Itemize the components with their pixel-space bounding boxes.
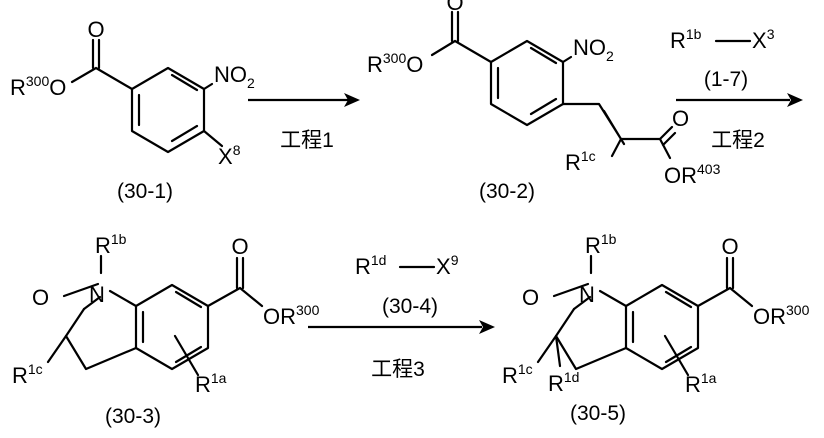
r1c-30-3: R1c bbox=[12, 361, 43, 388]
n-substituent-30-5: R1b bbox=[585, 231, 617, 258]
arrow-step-1: 工程1 bbox=[248, 93, 360, 152]
ring-30-1 bbox=[132, 68, 204, 152]
compound-30-5: N R1b O O OR300 R1c R1d R1a (30-5) bbox=[502, 231, 810, 425]
reagent-id-1-7: (1-7) bbox=[704, 68, 748, 91]
leaving-group-x8: X8 bbox=[218, 142, 241, 169]
compound-30-2: O R300O NO2 R1c O OR403 (30-2) bbox=[367, 0, 721, 203]
reagent-30-4: R1d bbox=[355, 252, 386, 279]
lactam-o-30-3: O bbox=[32, 285, 49, 310]
carbonyl-o-30-5: O bbox=[721, 234, 738, 259]
compound-id-30-2: (30-2) bbox=[479, 180, 535, 203]
ester-bonds-30-5 bbox=[698, 258, 752, 306]
r1c-30-5: R1c bbox=[502, 361, 533, 388]
ring-30-1-inner bbox=[139, 75, 197, 141]
carbonyl-o-30-1: O bbox=[87, 17, 104, 42]
benzo-ring-30-5-inner bbox=[633, 292, 691, 362]
nitro-bond-30-1 bbox=[204, 84, 212, 89]
compound-30-3: N R1b O O OR300 R1c R1a (30-3) bbox=[12, 231, 320, 428]
step-3-label: 工程3 bbox=[371, 358, 425, 381]
nitro-group-30-2: NO2 bbox=[573, 35, 614, 64]
compound-id-30-5: (30-5) bbox=[570, 402, 626, 425]
arrow-step-3: R1d X9 (30-4) 工程3 bbox=[308, 252, 495, 381]
acrylate-carbonyl-o: O bbox=[672, 106, 689, 131]
ester-bonds-30-2 bbox=[432, 12, 491, 62]
ester-bonds-30-3 bbox=[208, 258, 262, 306]
compound-id-30-3: (30-3) bbox=[105, 405, 161, 428]
ester-bonds-30-1 bbox=[72, 40, 132, 89]
lactam-o-30-5: O bbox=[522, 285, 539, 310]
n-atom-30-3: N bbox=[89, 282, 105, 307]
compound-id-30-1: (30-1) bbox=[117, 180, 173, 203]
benzo-ring-30-3 bbox=[136, 285, 208, 369]
step-2-label: 工程2 bbox=[711, 129, 765, 152]
step-1-label: 工程1 bbox=[280, 129, 334, 152]
carbonyl-o-30-3: O bbox=[231, 234, 248, 259]
ester-group-30-2: R300O bbox=[367, 50, 423, 77]
nitro-bond-30-2 bbox=[563, 57, 571, 62]
carbonyl-o-30-2: O bbox=[446, 0, 463, 15]
arrow-step-2: R1b X3 (1-7) 工程2 bbox=[670, 26, 803, 152]
benzo-ring-30-5 bbox=[626, 285, 698, 369]
ring-30-2 bbox=[491, 41, 563, 125]
benzo-ring-30-3-inner bbox=[143, 292, 201, 362]
reagent-id-30-4: (30-4) bbox=[382, 295, 438, 318]
acrylate-ester-or403: OR403 bbox=[664, 161, 721, 188]
vinyl-r1c-30-2: R1c bbox=[565, 148, 596, 175]
compound-30-1: O R300O NO2 X8 (30-1) bbox=[10, 17, 255, 203]
ring-30-2-inner bbox=[498, 48, 556, 114]
reagent-1-7-x: X3 bbox=[752, 26, 775, 53]
ester-or300-30-3: OR300 bbox=[263, 302, 320, 329]
reagent-30-4-x: X9 bbox=[436, 252, 459, 279]
r1d-30-5: R1d bbox=[548, 369, 579, 396]
ester-group-30-1: R300O bbox=[10, 73, 66, 100]
r1a-30-3: R1a bbox=[195, 370, 227, 397]
reagent-1-7: R1b bbox=[670, 26, 702, 53]
nitro-group-30-1: NO2 bbox=[214, 62, 255, 91]
n-substituent-30-3: R1b bbox=[95, 231, 127, 258]
r1a-30-5: R1a bbox=[685, 370, 717, 397]
n-atom-30-5: N bbox=[579, 282, 595, 307]
ester-or300-30-5: OR300 bbox=[753, 302, 810, 329]
